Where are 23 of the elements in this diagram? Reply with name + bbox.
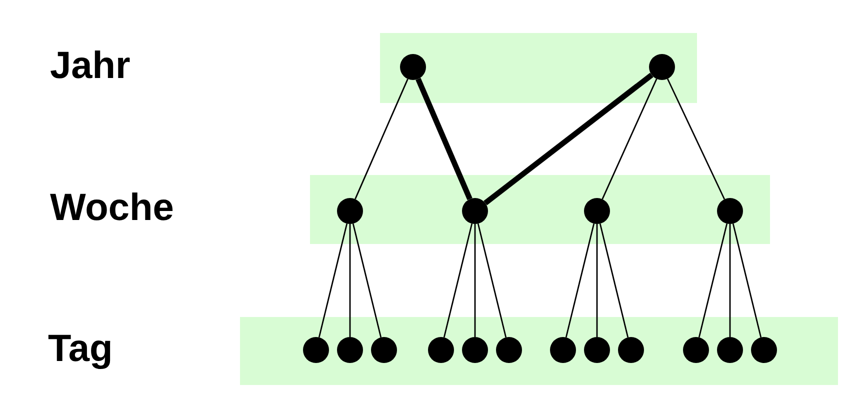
connector-line <box>596 224 598 337</box>
level-band <box>310 175 770 244</box>
connector-line <box>666 78 726 200</box>
connector-line <box>732 223 762 338</box>
connector-line <box>565 223 595 338</box>
connector-line <box>318 223 348 338</box>
connector-line <box>484 72 654 206</box>
level-band <box>240 317 838 385</box>
connector-line <box>443 223 473 338</box>
level-band <box>380 33 697 103</box>
level-label: Woche <box>50 189 174 227</box>
connector-line <box>474 224 476 337</box>
connector-line <box>416 78 472 200</box>
level-label: Jahr <box>50 47 130 85</box>
connector-line <box>729 224 731 337</box>
connector-line <box>602 78 658 200</box>
connector-line <box>698 223 728 338</box>
connector-line <box>477 223 507 338</box>
connector-line <box>599 223 629 338</box>
connector-line <box>352 223 382 338</box>
connector-line <box>354 78 408 200</box>
connector-line <box>349 224 351 337</box>
level-label: Tag <box>48 330 113 368</box>
